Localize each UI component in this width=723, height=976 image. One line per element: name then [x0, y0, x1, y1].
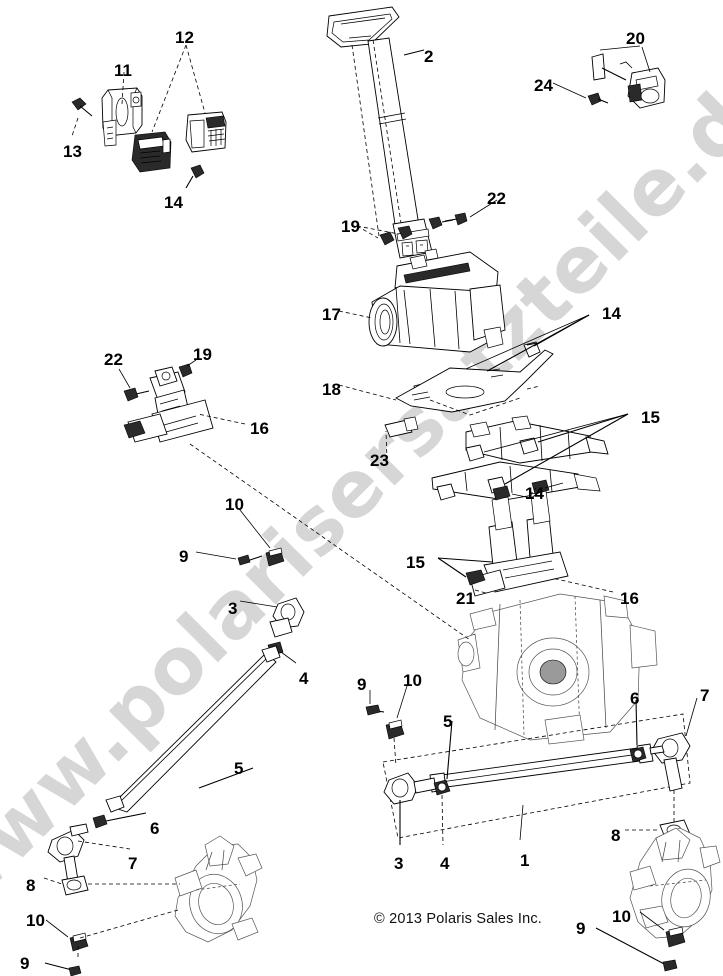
part-fasteners-lower-left	[44, 919, 89, 976]
leader-12a	[151, 44, 187, 133]
callout-19-b: 19	[193, 345, 212, 364]
callout-9-a: 9	[179, 547, 189, 566]
callout-20: 20	[626, 29, 645, 48]
callout-10-b: 10	[403, 671, 422, 690]
leader-14c2	[530, 491, 541, 499]
part-switch-block-right	[185, 111, 227, 153]
part-bolt-22a	[428, 199, 498, 230]
part-bracket-16b	[437, 479, 614, 597]
callout-4-b: 4	[440, 854, 450, 873]
part-tie-rod-assembly-box	[382, 713, 691, 841]
callout-19-a: 19	[341, 217, 360, 236]
part-eps-unit	[338, 248, 506, 353]
callout-8-b: 8	[611, 826, 621, 845]
callout-5-a: 5	[234, 759, 244, 778]
part-steering-knuckle-left	[79, 835, 263, 943]
callout-9-c: 9	[20, 954, 30, 973]
part-pitman-shaft	[384, 416, 419, 461]
part-mounting-plate	[338, 349, 554, 416]
callout-9-b: 9	[357, 675, 367, 694]
callout-16-b: 16	[620, 589, 639, 608]
part-steering-rack	[431, 413, 629, 501]
callout-2: 2	[424, 47, 434, 66]
callout-6-a: 6	[150, 819, 160, 838]
callout-3-b: 3	[394, 854, 404, 873]
callout-22-b: 22	[104, 350, 123, 369]
callout-23: 23	[370, 451, 389, 470]
callout-4-a: 4	[299, 669, 309, 688]
callout-14-c: 14	[525, 484, 544, 503]
callout-22-a: 22	[487, 189, 506, 208]
callout-10-a: 10	[225, 495, 244, 514]
part-tie-rod-end-right-inner	[383, 772, 451, 846]
callout-21: 21	[456, 589, 475, 608]
leader-12b	[185, 44, 206, 114]
part-nut-19a	[356, 225, 413, 246]
callout-7-b: 7	[700, 686, 710, 705]
callout-14-a: 14	[164, 193, 183, 212]
callout-17: 17	[322, 305, 341, 324]
part-nut-6a	[92, 812, 147, 829]
callout-16-a: 16	[250, 419, 269, 438]
copyright-notice: © 2013 Polaris Sales Inc.	[374, 911, 543, 927]
part-steering-post	[326, 6, 433, 259]
part-screw-24	[552, 82, 609, 106]
callout-5-b: 5	[443, 712, 453, 731]
callout-10-d: 10	[612, 907, 631, 926]
callout-11: 11	[114, 61, 132, 80]
part-screw-13	[71, 97, 93, 137]
callout-24: 24	[534, 76, 553, 95]
part-fasteners-mid-right	[365, 685, 408, 767]
part-bracket-16a	[118, 359, 471, 641]
part-ignition-switch	[591, 45, 666, 109]
callout-15-b: 15	[406, 553, 425, 572]
callout-10-c: 10	[26, 911, 45, 930]
callout-3-a: 3	[228, 599, 238, 618]
part-tie-rod-end-outer-left	[43, 823, 131, 896]
part-front-gearcase	[457, 593, 658, 745]
callout-1: 1	[520, 851, 530, 870]
callout-7-a: 7	[128, 854, 138, 873]
callout-13: 13	[63, 142, 82, 161]
part-flange-nut-14a	[185, 164, 205, 189]
part-handlebar-clamp	[101, 71, 143, 147]
callout-14-b: 14	[602, 304, 621, 323]
callout-18: 18	[322, 380, 341, 399]
callout-12: 12	[175, 28, 194, 47]
callout-6-b: 6	[630, 689, 640, 708]
callout-8-a: 8	[26, 876, 36, 895]
part-switch-block-left	[131, 131, 172, 173]
callout-9-d: 9	[576, 919, 586, 938]
leader-14c	[511, 493, 532, 499]
callout-15-a: 15	[641, 408, 660, 427]
part-fasteners-lower-right	[595, 911, 686, 972]
part-tie-rod-tube-left	[105, 645, 281, 813]
part-fasteners-mid-left	[195, 509, 285, 567]
part-steering-knuckle-right	[629, 827, 721, 939]
